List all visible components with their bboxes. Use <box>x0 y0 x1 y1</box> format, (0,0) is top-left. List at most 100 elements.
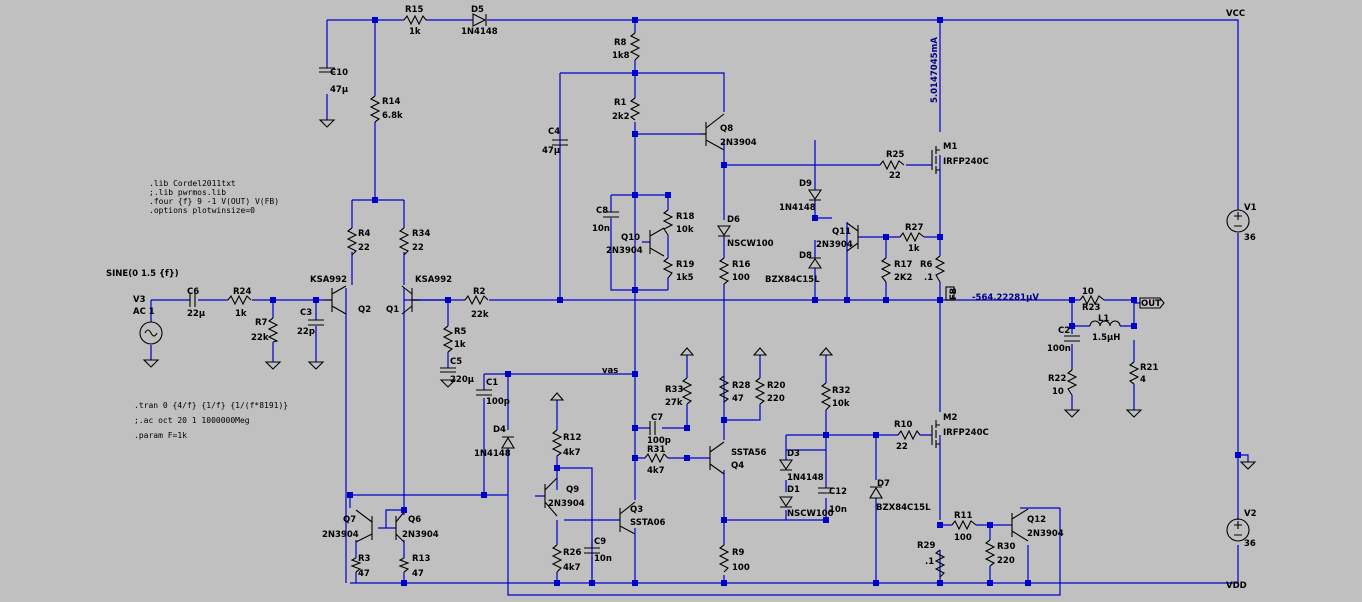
component-name[interactable]: V3 <box>133 295 146 305</box>
component-value[interactable]: 10n <box>594 554 612 564</box>
component-value[interactable]: 22 <box>358 243 370 253</box>
component-name[interactable]: R15 <box>405 5 423 15</box>
component-value[interactable]: 100 <box>732 563 750 573</box>
component-name[interactable]: R3 <box>358 554 371 564</box>
component-name[interactable]: M2 <box>943 413 957 423</box>
component-value[interactable]: 47µ <box>330 85 348 95</box>
component-name[interactable]: C5 <box>450 357 462 367</box>
component-name[interactable]: C3 <box>300 308 312 318</box>
component-value[interactable]: 47µ <box>542 146 560 156</box>
component-name[interactable]: R29 <box>917 541 935 551</box>
component-name[interactable]: Q2 <box>358 305 371 315</box>
component-name[interactable]: R24 <box>233 287 251 297</box>
component-value[interactable]: 6.8k <box>382 111 403 121</box>
component-name[interactable]: C1 <box>486 378 498 388</box>
component-name[interactable]: R30 <box>997 542 1015 552</box>
component-value[interactable]: 1N4148 <box>779 203 816 213</box>
component-name[interactable]: D9 <box>799 179 812 189</box>
component-name[interactable]: R21 <box>1140 363 1158 373</box>
component-name[interactable]: Q7 <box>343 515 356 525</box>
component-value[interactable]: 1k <box>235 309 247 319</box>
component-value[interactable]: KSA992 <box>310 275 347 285</box>
component-name[interactable]: R1 <box>614 98 627 108</box>
component-value[interactable]: KSA992 <box>415 275 452 285</box>
component-name[interactable]: R13 <box>412 554 430 564</box>
component-name[interactable]: R12 <box>563 433 581 443</box>
component-name[interactable]: D6 <box>727 215 740 225</box>
component-name[interactable]: Q1 <box>386 305 399 315</box>
component-name[interactable]: Q6 <box>408 515 421 525</box>
component-name[interactable]: D7 <box>877 479 890 489</box>
component-value[interactable]: 27k <box>665 398 683 408</box>
component-name[interactable]: R33 <box>665 385 683 395</box>
component-name[interactable]: R20 <box>767 381 785 391</box>
component-name[interactable]: D1 <box>787 485 800 495</box>
component-name[interactable]: Q3 <box>630 505 643 515</box>
component-value[interactable]: 1N4148 <box>461 27 498 37</box>
component-name[interactable]: M1 <box>943 142 957 152</box>
component-name[interactable]: C2 <box>1058 326 1070 336</box>
component-name[interactable]: Q4 <box>731 461 744 471</box>
component-value[interactable]: .1 <box>924 273 933 283</box>
component-value[interactable]: 22k <box>471 310 489 320</box>
component-name[interactable]: R9 <box>732 548 745 558</box>
component-name[interactable]: R25 <box>886 150 904 160</box>
component-name[interactable]: R23 <box>1082 303 1100 313</box>
directive-line[interactable]: .options plotwinsize=0 <box>149 206 255 215</box>
component-name[interactable]: C12 <box>829 487 847 497</box>
component-name[interactable]: R28 <box>732 381 750 391</box>
sim-command[interactable]: .param F=1k <box>134 431 187 440</box>
component-value[interactable]: 10n <box>592 224 610 234</box>
component-name[interactable]: V1 <box>1244 203 1257 213</box>
component-name[interactable]: R11 <box>954 511 972 521</box>
component-value[interactable]: 1k <box>409 27 421 37</box>
component-name[interactable]: R27 <box>905 223 923 233</box>
component-value[interactable]: 4 <box>1140 375 1146 385</box>
component-value[interactable]: 2K2 <box>894 273 913 283</box>
component-value[interactable]: 10k <box>676 225 694 235</box>
component-value[interactable]: 100 <box>732 273 750 283</box>
component-value[interactable]: 22 <box>412 243 424 253</box>
component-value[interactable]: BZX84C15L <box>876 503 931 513</box>
component-value[interactable]: 1N4148 <box>474 449 511 459</box>
component-value[interactable]: 2N3904 <box>720 138 757 148</box>
component-name[interactable]: Q8 <box>720 124 733 134</box>
component-name[interactable]: R14 <box>382 97 400 107</box>
component-value[interactable]: 1N4148 <box>787 473 824 483</box>
component-name[interactable]: Q9 <box>566 485 579 495</box>
component-value[interactable]: 10k <box>832 399 850 409</box>
component-value[interactable]: 22 <box>896 442 908 452</box>
component-value[interactable]: 36 <box>1244 539 1256 549</box>
component-value[interactable]: 1k8 <box>612 51 630 61</box>
component-value[interactable]: 100p <box>486 397 510 407</box>
component-name[interactable]: R22 <box>1048 374 1066 384</box>
component-name[interactable]: R2 <box>473 287 486 297</box>
component-value[interactable]: NSCW100 <box>727 239 774 249</box>
component-name[interactable]: R16 <box>732 260 750 270</box>
component-name[interactable]: C10 <box>330 68 348 78</box>
component-name[interactable]: R32 <box>832 386 850 396</box>
component-value[interactable]: NSCW100 <box>787 509 834 519</box>
component-name[interactable]: Q11 <box>832 227 851 237</box>
component-value[interactable]: 10 <box>1052 387 1064 397</box>
component-value[interactable]: 2N3904 <box>402 530 439 540</box>
component-value[interactable]: 100n <box>1047 344 1071 354</box>
component-value[interactable]: 2N3904 <box>548 499 585 509</box>
component-name[interactable]: R6 <box>920 260 933 270</box>
component-name[interactable]: C9 <box>594 537 606 547</box>
component-name[interactable]: R5 <box>454 327 467 337</box>
component-value[interactable]: 100 <box>954 533 972 543</box>
component-name[interactable]: C4 <box>548 127 560 137</box>
component-name[interactable]: V2 <box>1244 509 1257 519</box>
component-value[interactable]: 10 <box>1082 287 1094 297</box>
component-value[interactable]: 2k2 <box>612 112 630 122</box>
component-value[interactable]: BZX84C15L <box>765 275 820 285</box>
component-value[interactable]: 1k5 <box>676 273 694 283</box>
component-name[interactable]: Q10 <box>621 233 640 243</box>
component-value[interactable]: 2N3904 <box>1027 529 1064 539</box>
component-value[interactable]: 220µ <box>450 375 474 385</box>
component-value[interactable]: 22p <box>297 327 315 337</box>
component-name[interactable]: R10 <box>894 420 912 430</box>
sim-command[interactable]: .tran 0 {4/f} {1/f} {1/(f*8191)} <box>134 401 288 410</box>
